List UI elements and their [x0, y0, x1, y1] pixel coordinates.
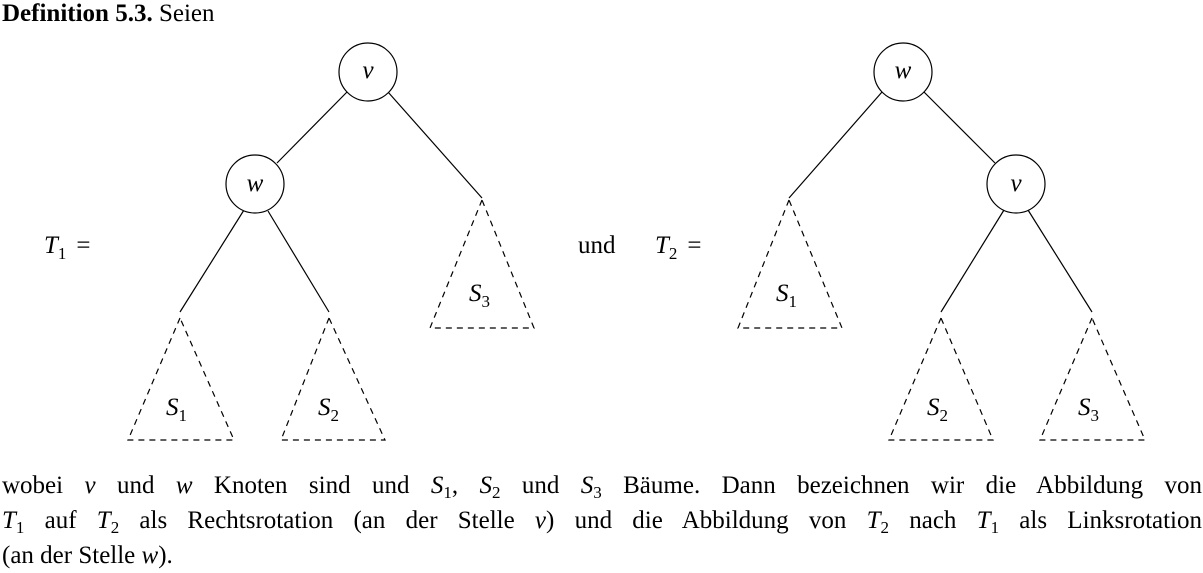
subtree-s3	[429, 198, 535, 329]
definition-label: Definition 5.3.	[2, 0, 153, 27]
body-line-3: (an der Stelle w).	[2, 542, 173, 569]
subtree-s1-t2-label: S1	[776, 280, 797, 311]
edge-w-s2	[267, 210, 330, 313]
edge-v-w	[276, 91, 348, 164]
subtree-s3-t2	[1039, 316, 1146, 441]
subtree-s1-label: S1	[166, 394, 187, 425]
edge-w-v-t2	[923, 91, 996, 164]
subtree-s2-t2	[888, 316, 994, 441]
tree-t2: w v S1 S2 S3	[737, 42, 1146, 441]
node-v	[338, 42, 398, 102]
subtree-s3-label: S3	[469, 280, 490, 311]
subtree-s2	[280, 316, 386, 441]
body-line-1: wobei v und w Knoten sind und S1, S2 und…	[2, 472, 1202, 502]
subtree-s3-t2-label: S3	[1078, 394, 1099, 425]
edge-w-s1	[179, 209, 245, 313]
definition-body: wobei v und w Knoten sind und S1, S2 und…	[2, 468, 1202, 573]
subtree-s1-t2	[737, 198, 843, 329]
subtree-s2-label: S2	[318, 394, 339, 425]
edge-v-s2-t2	[940, 209, 1005, 313]
node-w-t2	[873, 42, 933, 102]
edge-v-s3	[387, 91, 483, 199]
definition-heading: Definition 5.3. Seien	[2, 0, 215, 28]
edge-v-s3-t2	[1027, 209, 1093, 313]
node-w-label: w	[247, 170, 264, 197]
definition-intro: Seien	[158, 0, 215, 27]
node-w	[225, 154, 285, 214]
node-v-label: v	[362, 57, 374, 84]
tree-t1: v w S1 S2 S3	[127, 42, 535, 441]
t2-equals-label: T2=	[655, 232, 702, 263]
node-v-t2-label: v	[1010, 170, 1022, 197]
t1-equals-label: T1=	[44, 232, 91, 263]
subtree-s2-t2-label: S2	[927, 394, 948, 425]
edge-w-s1-t2	[788, 91, 883, 199]
subtree-s1	[127, 316, 235, 441]
node-w-t2-label: w	[895, 57, 912, 84]
connector-und: und	[578, 232, 616, 259]
rotation-figure: v w S1 S2 S3 T1= und T2= w v S1 S2 S3	[44, 42, 1146, 441]
node-v-t2	[986, 154, 1046, 214]
body-line-2: T1 auf T2 als Rechtsrotation (an der Ste…	[2, 507, 1203, 537]
